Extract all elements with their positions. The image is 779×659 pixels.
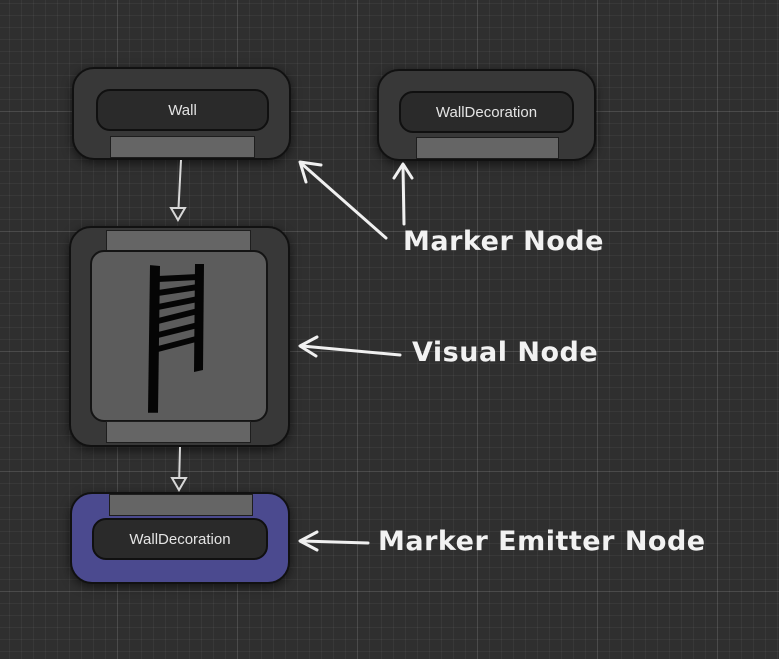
- visual-node[interactable]: [69, 226, 290, 447]
- wall-decoration-marker-label: WallDecoration: [399, 91, 574, 133]
- ladder-icon: [148, 264, 204, 413]
- wall-decoration-emitter-label: WallDecoration: [92, 518, 268, 560]
- wall-decoration-emitter-input-pin[interactable]: [109, 494, 253, 516]
- wall-decoration-marker-output-pin[interactable]: [416, 137, 559, 159]
- wall-decoration-emitter-node[interactable]: WallDecoration: [70, 492, 290, 584]
- marker-node-callout: Marker Node: [403, 226, 604, 257]
- marker-emitter-node-callout: Marker Emitter Node: [378, 526, 706, 557]
- wall-node-label-text: Wall: [168, 101, 197, 119]
- wall-to-visual-connector: [169, 159, 187, 222]
- visual-to-emitter-connector: [170, 446, 188, 492]
- marker-emitter-node-arrow: [298, 530, 370, 552]
- wall-decoration-marker-node[interactable]: WallDecoration: [377, 69, 596, 161]
- wall-node-label: Wall: [96, 89, 269, 131]
- wall-decoration-marker-label-text: WallDecoration: [435, 103, 538, 121]
- visual-output-pin[interactable]: [106, 421, 251, 443]
- wall-marker-node[interactable]: Wall: [72, 67, 291, 160]
- marker-node-arrow: [298, 160, 414, 240]
- wall-output-pin[interactable]: [110, 136, 255, 158]
- visual-node-callout: Visual Node: [412, 337, 599, 368]
- visual-node-arrow: [298, 335, 402, 358]
- wall-decoration-emitter-label-text: WallDecoration: [129, 530, 231, 548]
